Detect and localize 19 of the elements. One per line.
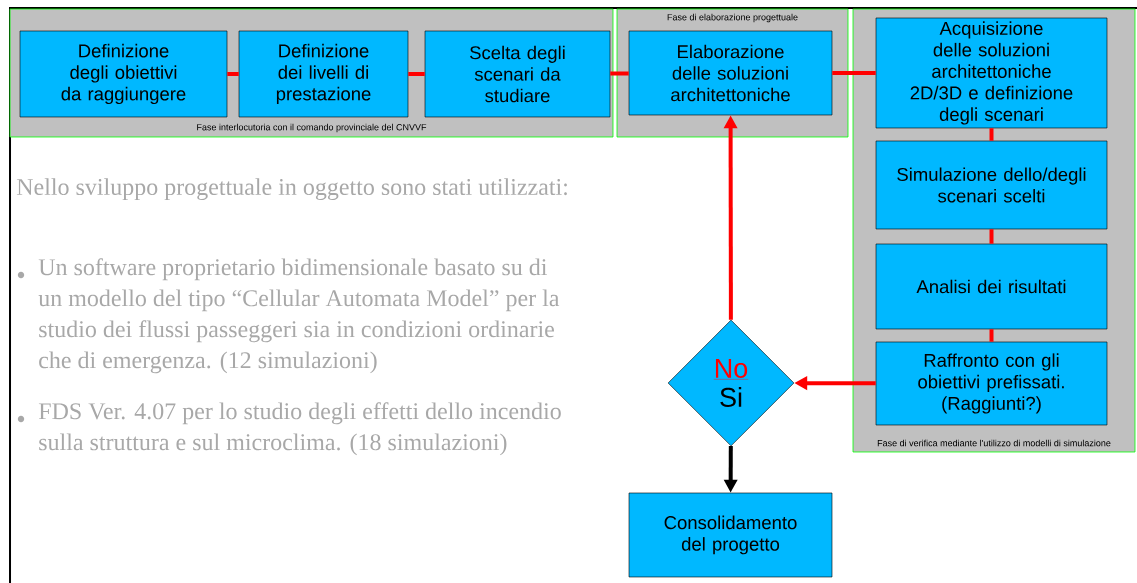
process-box: Definizione dei livelli di prestazione [238,30,409,118]
paragraph-text: Un software proprietario bidimensionale basato su di un modello del tipo “Cellular Automata Model” per la studio dei flussi passeggeri sia in condizioni ordinarie che di emergenza. (12 simulazioni) [38,258,560,374]
connector-line [227,72,239,76]
connector-line [989,128,994,141]
connector-line [989,329,994,342]
process-box: Consolidamento del progetto [628,492,833,578]
connector-line [610,71,629,76]
process-box: Raffronto con gli obiettivi prefissati. (Raggiunti?) [875,341,1108,426]
process-box: Scelta degli scenari da studiare [424,30,611,118]
connector-line [408,72,425,76]
paragraph-text: FDS Ver. 4.07 per lo studio degli effetti dello incendio sulla struttura e sul microclima. (18 simulazioni) [38,402,561,456]
paragraph-text: Nello sviluppo progettuale in oggetto sono stati utilizzati: [16,178,567,200]
process-box: Analisi dei risultati [875,243,1108,330]
connector-line [989,229,994,244]
process-box: Elaborazione delle soluzioni architettoniche [628,30,833,116]
connector-line [832,71,876,75]
process-box: Simulazione dello/degli scenari scelti [875,140,1108,230]
process-box: Definizione degli obiettivi da raggiungere [19,30,228,118]
process-box: Acquisizione delle soluzioni architettoniche 2D/3D e definizione degli scenari [875,17,1108,129]
